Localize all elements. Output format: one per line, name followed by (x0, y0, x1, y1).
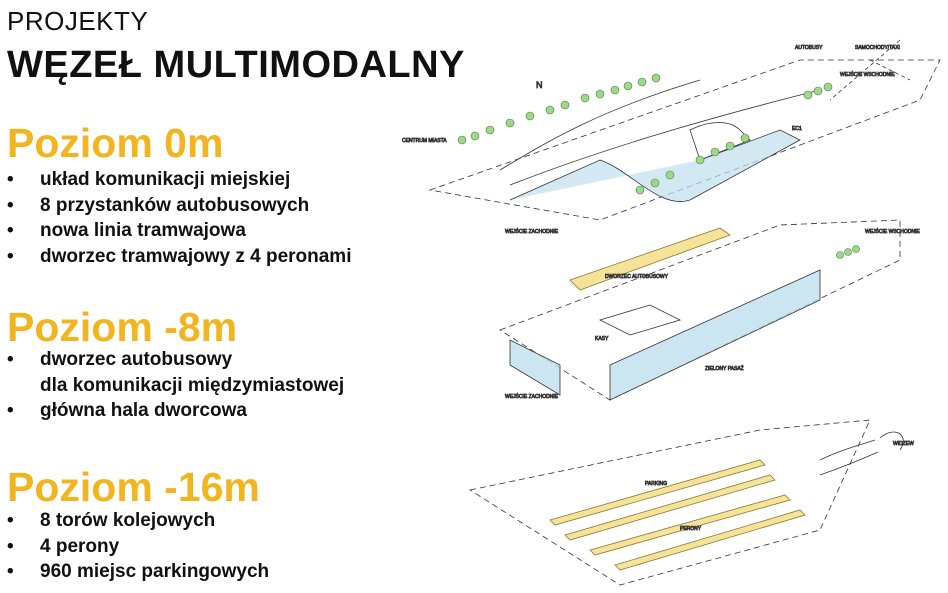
page-title: WĘZEŁ MULTIMODALNY (7, 44, 465, 86)
label-east-entry-2: WEJŚCIE WSCHODNIE (865, 227, 920, 235)
label-west-entry-2: WEJŚCIE ZACHODNIE (505, 392, 559, 400)
level-minus16-list: •8 torów kolejowych •4 perony •960 miejs… (0, 508, 269, 585)
station-sketch: AUTOBUSY SAMOCHODY/TAXI WEJŚCIE WSCHODNI… (402, 39, 941, 586)
sketch-level-minus16: PARKING PERONY WIDZEW (468, 419, 915, 586)
level-0-heading: Poziom 0m (7, 120, 224, 166)
list-item: •nowa linia tramwajowa (7, 220, 246, 241)
list-item: •8 przystanków autobusowych (7, 194, 310, 216)
label-autobusy: AUTOBUSY (795, 45, 823, 51)
list-item: •8 torów kolejowych (7, 510, 216, 531)
label-taxi: SAMOCHODY/TAXI (855, 45, 900, 51)
label-north: N (536, 80, 543, 90)
sketch-level-0: AUTOBUSY SAMOCHODY/TAXI WEJŚCIE WSCHODNI… (402, 39, 941, 235)
label-city-centre: CENTRUM MIASTA (402, 138, 447, 144)
level-0-list: •układ komunikacji miejskiej •8 przystan… (0, 167, 351, 269)
label-kasy: KASY (595, 336, 609, 342)
label-green-passage: ZIELONY PASAŻ (705, 365, 744, 372)
list-item: •4 perony (7, 535, 120, 557)
list-item: •960 miejsc parkingowych (7, 561, 270, 582)
level-minus16-heading: Poziom -16m (7, 464, 260, 510)
list-item: •dworzec tramwajowy z 4 peronami (7, 245, 352, 267)
list-item: •dworzec autobusowy (7, 349, 233, 370)
level-minus8-heading: Poziom -8m (7, 304, 238, 350)
label-east-entry: WEJŚCIE WSCHODNIE (840, 70, 895, 78)
list-item: •główna hala dworcowa (7, 400, 247, 421)
sketch-level-minus8: DWORZEC AUTOBUSOWY KASY ZIELONY PASAŻ WE… (499, 219, 921, 401)
label-widzew: WIDZEW (893, 441, 914, 447)
label-parking: PARKING (645, 481, 667, 487)
level-minus8-list: •dworzec autobusowy dla komunikacji międ… (0, 347, 344, 424)
label-bus-station: DWORZEC AUTOBUSOWY (605, 274, 669, 280)
label-ec1: EC1 (792, 126, 802, 132)
label-west-entry: WEJŚCIE ZACHODNIE (505, 227, 559, 235)
list-item: •układ komunikacji miejskiej (7, 169, 291, 190)
label-perony: PERONY (680, 526, 702, 532)
list-item: dla komunikacji międzymiastowej (40, 374, 345, 396)
section-kicker: PROJEKTY (7, 6, 149, 36)
